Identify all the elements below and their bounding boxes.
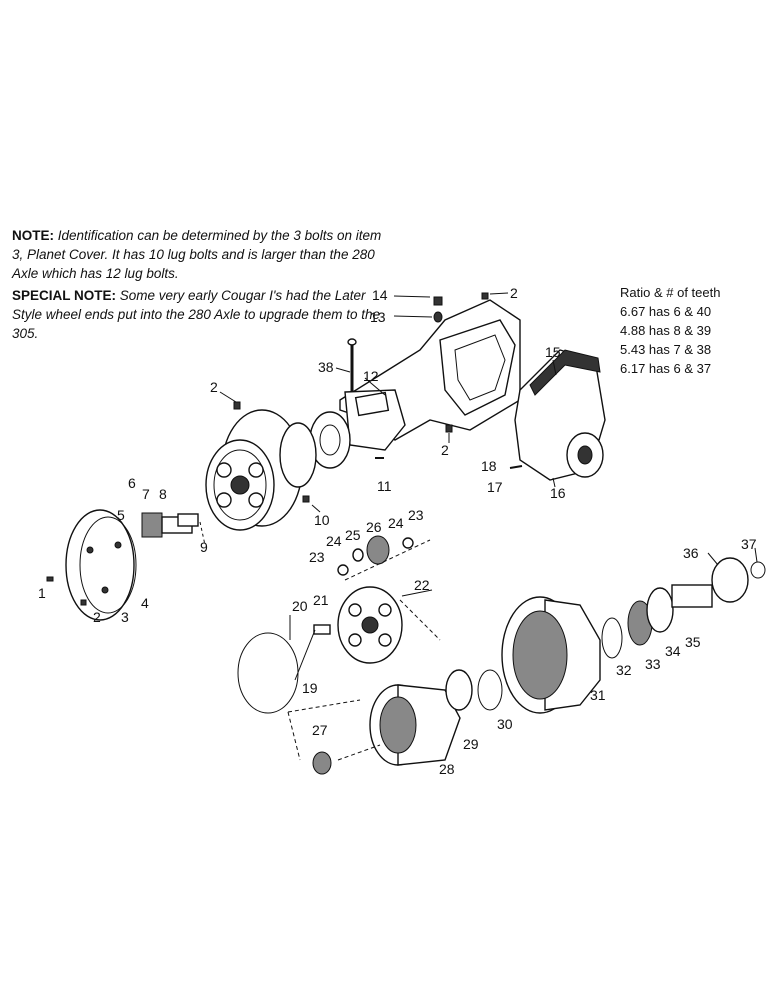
- callout-23: 23: [309, 549, 325, 565]
- callout-11: 11: [377, 478, 392, 494]
- callout-26: 26: [366, 519, 382, 535]
- callout-3: 3: [121, 609, 129, 625]
- callout-17: 17: [487, 479, 503, 495]
- callout-35: 35: [685, 634, 701, 650]
- callout-14: 14: [372, 287, 388, 303]
- note-label: NOTE:: [12, 228, 54, 243]
- callout-2: 2: [510, 285, 518, 301]
- callout-7: 7: [142, 486, 150, 502]
- callout-23: 23: [408, 507, 424, 523]
- callout-9: 9: [200, 539, 208, 555]
- callout-19: 19: [302, 680, 318, 696]
- snap-ring: [237, 632, 299, 714]
- callout-2: 2: [210, 379, 218, 395]
- callout-21: 21: [313, 592, 329, 608]
- callout-15: 15: [545, 344, 561, 360]
- ratio-row: 5.43 has 7 & 38: [620, 342, 712, 357]
- callout-28: 28: [439, 761, 455, 777]
- special-note-label: SPECIAL NOTE:: [12, 288, 117, 303]
- callout-27: 27: [312, 722, 328, 738]
- callout-37: 37: [741, 536, 757, 552]
- planet-carrier: [313, 535, 414, 664]
- callout-10: 10: [314, 512, 330, 528]
- ratio-table: Ratio & # of teeth 6.67 has 6 & 40 4.88 …: [620, 283, 720, 378]
- spindle-assembly: [601, 557, 766, 659]
- callout-24: 24: [326, 533, 342, 549]
- callout-12: 12: [363, 368, 379, 384]
- callout-2: 2: [93, 609, 101, 625]
- callout-numbers: 1 2 2 2 2 3 4 5 6 7 8 9 10 11 12 13 14 1…: [38, 285, 757, 777]
- sun-gear-shaft: [141, 512, 199, 538]
- notes-block: NOTE: Identification can be determined b…: [12, 226, 387, 346]
- callout-25: 25: [345, 527, 361, 543]
- callout-16: 16: [550, 485, 566, 501]
- callout-24: 24: [388, 515, 404, 531]
- note-paragraph: NOTE: Identification can be determined b…: [12, 226, 387, 283]
- callout-4: 4: [141, 595, 149, 611]
- callout-5: 5: [117, 507, 125, 523]
- callout-1: 1: [38, 585, 46, 601]
- callout-30: 30: [497, 716, 513, 732]
- callout-8: 8: [159, 486, 167, 502]
- long-bolt: [347, 338, 357, 392]
- callout-31: 31: [590, 687, 606, 703]
- axle-housing: [309, 299, 521, 469]
- wheel-hub: [501, 596, 601, 714]
- callout-33: 33: [645, 656, 661, 672]
- planet-cover: [65, 509, 137, 621]
- special-note-text: Some very early Cougar I's had the Later…: [12, 288, 380, 341]
- callout-22: 22: [414, 577, 430, 593]
- note-text: Identification can be determined by the …: [12, 228, 382, 281]
- callout-13: 13: [370, 309, 386, 325]
- callout-29: 29: [463, 736, 479, 752]
- small-bolts: [46, 292, 523, 606]
- ratio-row: 6.17 has 6 & 37: [620, 361, 712, 376]
- special-note-paragraph: SPECIAL NOTE: Some very early Cougar I's…: [12, 286, 387, 343]
- ratio-title: Ratio & # of teeth: [620, 285, 721, 300]
- leader-lines: [199, 292, 758, 761]
- ratio-row: 6.67 has 6 & 40: [620, 304, 712, 319]
- ring-gear: [312, 669, 503, 775]
- callout-18: 18: [481, 458, 497, 474]
- callout-2: 2: [441, 442, 449, 458]
- callout-36: 36: [683, 545, 699, 561]
- callout-6: 6: [128, 475, 136, 491]
- ratio-row: 4.88 has 8 & 39: [620, 323, 712, 338]
- hub-assembly: [205, 409, 317, 531]
- callout-20: 20: [292, 598, 308, 614]
- differential-carrier: [514, 349, 606, 481]
- callout-34: 34: [665, 643, 681, 659]
- callout-38: 38: [318, 359, 334, 375]
- callout-32: 32: [616, 662, 632, 678]
